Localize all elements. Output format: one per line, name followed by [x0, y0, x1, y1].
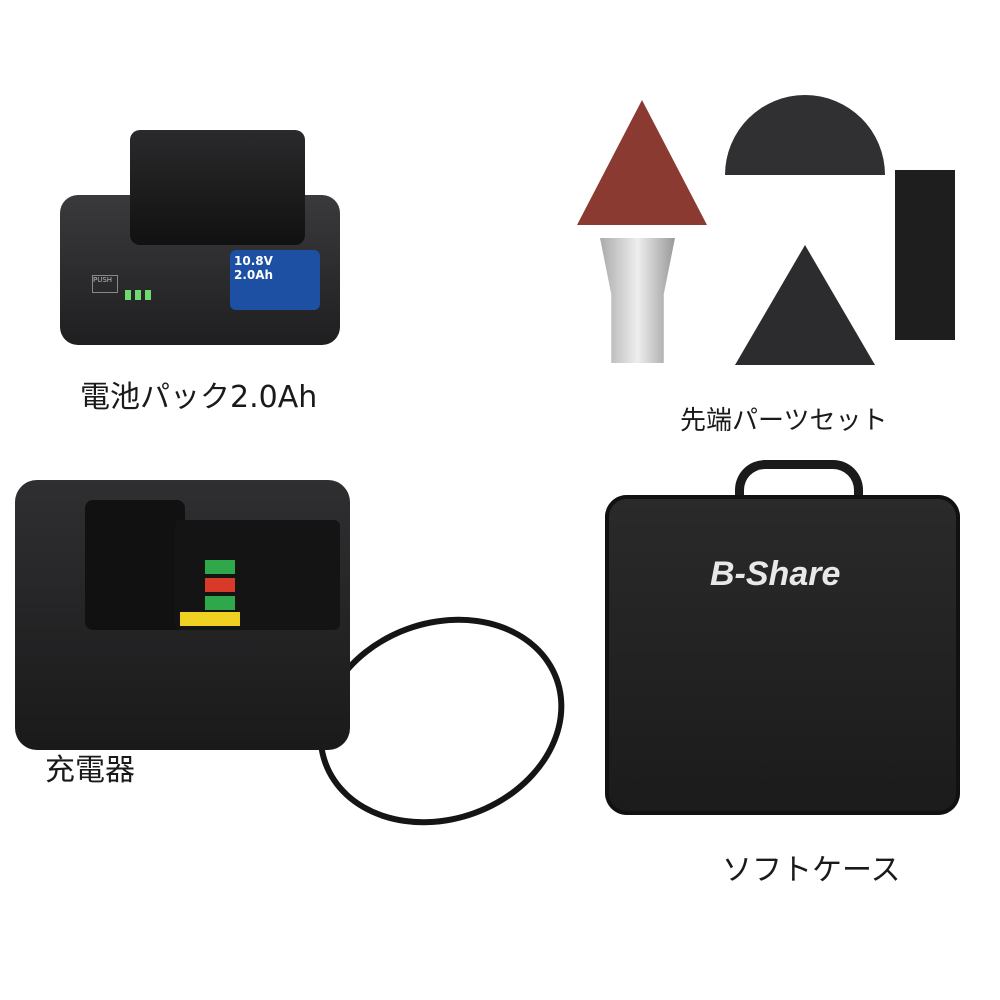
brand-logo: B-Share — [710, 555, 841, 593]
charger-caption: 充電器 — [45, 753, 135, 788]
soft-case-image — [605, 495, 960, 815]
led-icon — [205, 596, 235, 610]
plunge-blade-image — [895, 170, 955, 340]
led-icon — [205, 560, 235, 574]
sanding-pad-image — [577, 100, 707, 225]
led-icon — [205, 578, 235, 592]
battery-label: 10.8V 2.0Ah — [230, 250, 320, 310]
round-saw-blade-image — [725, 95, 885, 175]
battery-caption: 電池パック2.0Ah — [80, 380, 318, 415]
scraper-blade-image — [600, 238, 675, 363]
charger-slot — [85, 500, 185, 630]
case-caption: ソフトケース — [722, 853, 901, 888]
charger-panel — [175, 520, 340, 630]
case-handle — [735, 460, 863, 529]
battery-terminal — [130, 130, 305, 245]
warning-label — [180, 612, 240, 626]
push-button: PUSH — [92, 275, 118, 293]
blade-set-caption: 先端パーツセット — [680, 406, 888, 436]
led-icon — [135, 290, 141, 300]
led-icon — [125, 290, 131, 300]
led-icon — [145, 290, 151, 300]
triangle-blade-image — [735, 245, 875, 365]
